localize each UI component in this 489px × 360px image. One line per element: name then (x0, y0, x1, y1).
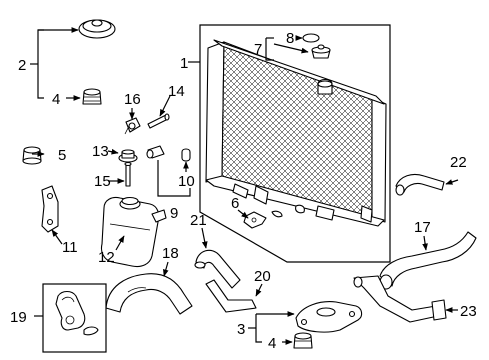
label-14: 14 (168, 83, 185, 100)
part-21-hose (194, 249, 241, 289)
label-9: 9 (170, 205, 178, 222)
part-2-radiator-cap (78, 19, 116, 39)
radiator-assembly-outline (199, 24, 391, 263)
part-20-hose (205, 279, 257, 313)
label-15: 15 (94, 173, 111, 190)
label-5: 5 (58, 147, 66, 164)
part-17-hose (379, 231, 477, 290)
label-4-upper: 4 (52, 91, 60, 108)
label-4-lower: 4 (268, 335, 276, 352)
part-22-hose (395, 173, 445, 196)
part-4-seal-upper (82, 88, 102, 105)
label-11: 11 (62, 239, 78, 256)
part-14-pin (147, 113, 170, 129)
label-16: 16 (124, 91, 141, 108)
label-19: 19 (10, 309, 27, 326)
label-22: 22 (450, 154, 467, 171)
label-12: 12 (98, 249, 115, 266)
part-13-bushing (118, 149, 138, 163)
label-13: 13 (92, 143, 109, 160)
label-8: 8 (286, 30, 294, 47)
part-7-plug (311, 44, 331, 59)
part-4-seal-lower (293, 332, 313, 349)
label-23: 23 (460, 303, 477, 320)
part-23-pipe (353, 275, 447, 323)
label-17: 17 (414, 219, 431, 236)
radiator (205, 39, 387, 229)
part-3-housing (295, 301, 363, 333)
label-2: 2 (18, 57, 26, 74)
label-10: 10 (178, 173, 195, 190)
label-7: 7 (254, 41, 262, 58)
leader-lines (30, 27, 459, 345)
label-6: 6 (231, 195, 239, 212)
callout-labels: 1 2 3 4 4 5 6 7 8 9 10 11 12 13 14 15 16… (10, 30, 477, 352)
label-18: 18 (162, 245, 179, 262)
part-5-grommet (22, 146, 42, 165)
part-15-bolt (124, 161, 132, 187)
part-11-bracket (41, 185, 59, 233)
label-20: 20 (254, 268, 271, 285)
part-9-fitting (146, 145, 165, 159)
part-10-nut (181, 148, 191, 162)
label-3: 3 (237, 321, 245, 338)
part-8-cap (302, 33, 320, 43)
part-19-inset (42, 283, 107, 353)
label-21: 21 (190, 212, 207, 229)
part-18-hose (105, 273, 193, 315)
part-16-clip (124, 117, 141, 135)
label-1: 1 (180, 55, 188, 72)
